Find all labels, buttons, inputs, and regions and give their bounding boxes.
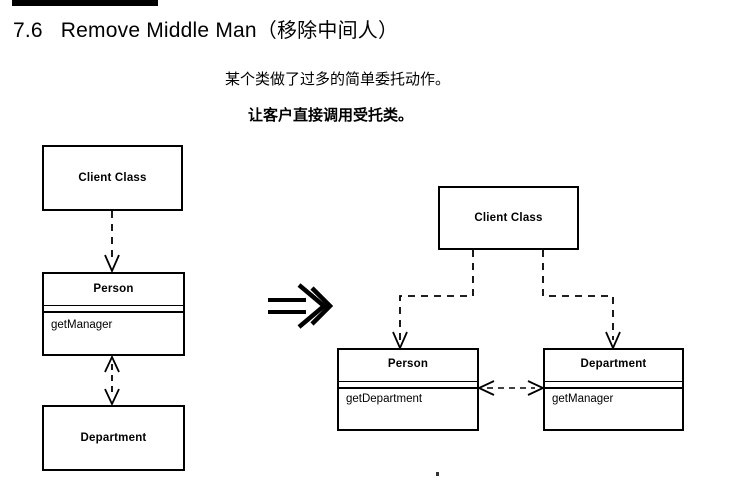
after-connector-client-to-person xyxy=(392,250,474,351)
section-number: 7.6 xyxy=(13,19,43,42)
page-title: 7.6 Remove Middle Man（移除中间人） xyxy=(13,14,398,43)
scan-artifact-speck xyxy=(436,472,439,476)
section-title-chinese: （移除中间人） xyxy=(256,18,399,42)
before-client-class-name: Client Class xyxy=(78,172,147,184)
header-rule xyxy=(12,0,158,6)
before-connector-client-to-person xyxy=(104,211,120,274)
transform-arrow-icon xyxy=(268,283,334,329)
before-person-separator-thick xyxy=(44,311,183,313)
before-person-operation-0: getManager xyxy=(51,319,113,331)
after-department-separator-thick xyxy=(545,387,682,389)
after-connector-person-department xyxy=(476,380,546,396)
after-department-separator-thin xyxy=(545,381,682,382)
after-person-operation-0: getDepartment xyxy=(346,393,423,405)
before-person-separator-thin xyxy=(44,305,183,306)
before-connector-person-department xyxy=(104,354,120,407)
section-title-english: Remove Middle Man xyxy=(60,19,257,42)
after-department-name: Department xyxy=(580,358,647,370)
description-line-1: 某个类做了过多的简单委托动作。 xyxy=(225,70,451,88)
after-client-class-box: Client Class xyxy=(438,186,579,250)
after-connector-client-to-department xyxy=(542,250,621,351)
after-person-box: Person getDepartment xyxy=(337,348,479,431)
before-department-name: Department xyxy=(80,432,147,444)
after-client-class-name: Client Class xyxy=(474,212,543,224)
before-person-box: Person getManager xyxy=(42,272,185,356)
before-department-box: Department xyxy=(42,405,185,471)
after-person-name: Person xyxy=(387,358,429,370)
before-client-class-box: Client Class xyxy=(42,145,183,211)
after-department-operation-0: getManager xyxy=(552,393,614,405)
description-line-2: 让客户直接调用受托类。 xyxy=(248,106,414,124)
after-department-box: Department getManager xyxy=(543,348,684,431)
after-person-separator-thin xyxy=(339,381,477,382)
before-person-name: Person xyxy=(93,283,134,295)
after-person-separator-thick xyxy=(339,387,477,389)
